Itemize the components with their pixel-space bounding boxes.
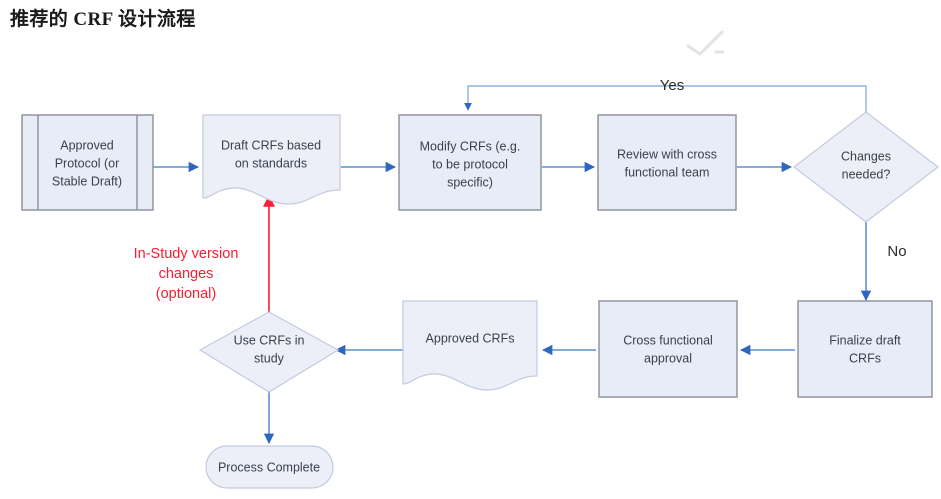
faint-checkmark-artifact	[686, 30, 725, 56]
edge-yes-feedback	[464, 85, 867, 112]
node-label: approval	[644, 351, 692, 365]
edge-label-no: No	[887, 243, 906, 260]
node-label: Approved	[60, 138, 114, 152]
node-label: on standards	[235, 156, 307, 170]
node-label: Approved CRFs	[426, 331, 515, 345]
node-label: Review with cross	[617, 147, 717, 161]
page-title: 推荐的 CRF 设计流程	[10, 9, 196, 30]
node-approved-crfs[interactable]: Approved CRFs	[402, 300, 538, 391]
node-changes-needed[interactable]: Changes needed?	[793, 111, 939, 223]
node-modify-crfs[interactable]: Modify CRFs (e.g. to be protocol specifi…	[398, 114, 542, 211]
node-label: Draft CRFs based	[221, 138, 321, 152]
node-draft-crfs[interactable]: Draft CRFs based on standards	[202, 114, 341, 205]
annotation-in-study-version-changes: In-Study version changes (optional)	[134, 246, 239, 302]
node-label: CRFs	[849, 351, 881, 365]
node-label: study	[254, 351, 285, 365]
node-process-complete[interactable]: Process Complete	[205, 445, 334, 489]
node-review-cross-functional[interactable]: Review with cross functional team	[597, 114, 737, 211]
node-label: specific)	[447, 175, 493, 189]
node-label: Process Complete	[218, 460, 320, 474]
node-label: to be protocol	[432, 157, 508, 171]
annotation-line: changes	[159, 266, 214, 282]
node-label: functional team	[625, 165, 710, 179]
node-approved-protocol[interactable]: Approved Protocol (or Stable Draft)	[21, 114, 154, 211]
node-label: Use CRFs in	[234, 333, 305, 347]
node-label: Protocol (or	[55, 156, 120, 170]
annotation-line: (optional)	[156, 286, 216, 302]
connectors	[153, 85, 872, 445]
node-label: Cross functional	[623, 333, 713, 347]
node-label: Modify CRFs (e.g.	[420, 139, 521, 153]
node-cross-functional-approval[interactable]: Cross functional approval	[598, 300, 738, 398]
node-label: Stable Draft)	[52, 174, 122, 188]
node-use-crfs-in-study[interactable]: Use CRFs in study	[198, 311, 340, 393]
node-label: Finalize draft	[829, 333, 901, 347]
edge-label-yes: Yes	[660, 77, 684, 94]
node-finalize-draft-crfs[interactable]: Finalize draft CRFs	[797, 300, 933, 398]
annotation-line: In-Study version	[134, 246, 239, 262]
node-label: needed?	[842, 167, 891, 181]
node-label: Changes	[841, 149, 891, 163]
